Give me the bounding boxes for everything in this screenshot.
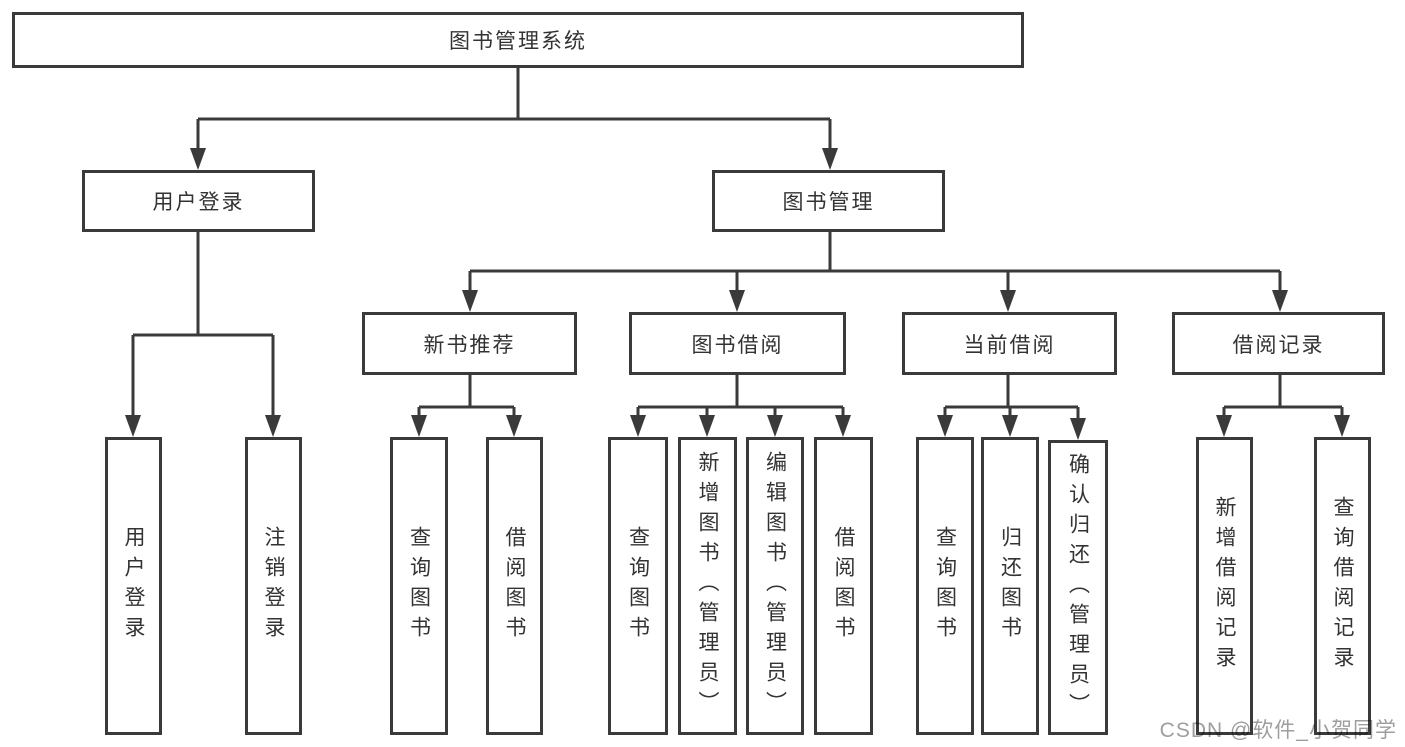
node-root-label: 图书管理系统 xyxy=(449,30,587,53)
node-book-management-label: 图书管理 xyxy=(782,191,875,214)
leaf-borrow-books-1-label: 借阅图书 xyxy=(503,526,526,646)
node-user-login-label: 用户登录 xyxy=(152,191,245,214)
node-current-borrow: 当前借阅 xyxy=(902,312,1117,375)
leaf-user-login-label: 用户登录 xyxy=(122,526,145,646)
leaf-query-books-2-label: 查询图书 xyxy=(626,526,650,646)
node-new-book-recommend-label: 新书推荐 xyxy=(423,333,516,357)
leaf-query-borrow-record-label: 查询借阅记录 xyxy=(1331,496,1354,676)
leaf-add-borrow-record: 新增借阅记录 xyxy=(1196,437,1253,735)
node-book-management: 图书管理 xyxy=(712,170,945,232)
leaf-logout-label: 注销登录 xyxy=(262,526,285,646)
leaf-edit-books-admin: 编辑图书（管理员） xyxy=(746,437,804,735)
leaf-query-books-2: 查询图书 xyxy=(608,437,668,735)
leaf-edit-books-admin-label: 编辑图书（管理员） xyxy=(763,451,787,721)
node-book-borrow-label: 图书借阅 xyxy=(691,333,784,357)
leaf-add-books-admin-label: 新增图书（管理员） xyxy=(696,451,719,721)
csdn-watermark: CSDN @软件_小贺同学 xyxy=(1159,719,1397,742)
leaf-borrow-books-2: 借阅图书 xyxy=(814,437,873,735)
leaf-logout: 注销登录 xyxy=(245,437,302,735)
leaf-query-books-3-label: 查询图书 xyxy=(933,526,957,646)
node-borrow-records: 借阅记录 xyxy=(1172,312,1385,375)
node-user-login: 用户登录 xyxy=(82,170,315,232)
leaf-confirm-return-admin-label: 确认归还（管理员） xyxy=(1066,452,1090,723)
leaf-add-books-admin: 新增图书（管理员） xyxy=(678,437,737,735)
leaf-return-books-label: 归还图书 xyxy=(998,526,1022,646)
leaf-user-login: 用户登录 xyxy=(105,437,162,735)
leaf-borrow-books-1: 借阅图书 xyxy=(486,437,543,735)
node-current-borrow-label: 当前借阅 xyxy=(963,333,1056,357)
node-new-book-recommend: 新书推荐 xyxy=(362,312,577,375)
leaf-query-borrow-record: 查询借阅记录 xyxy=(1314,437,1371,735)
leaf-return-books: 归还图书 xyxy=(981,437,1039,735)
leaf-add-borrow-record-label: 新增借阅记录 xyxy=(1213,496,1236,676)
leaf-borrow-books-2-label: 借阅图书 xyxy=(832,526,855,646)
leaf-query-books-3: 查询图书 xyxy=(916,437,974,735)
node-root: 图书管理系统 xyxy=(12,12,1024,68)
leaf-confirm-return-admin: 确认归还（管理员） xyxy=(1048,440,1108,735)
leaf-query-books-1: 查询图书 xyxy=(390,437,448,735)
leaf-query-books-1-label: 查询图书 xyxy=(407,526,431,646)
node-borrow-records-label: 借阅记录 xyxy=(1232,333,1325,357)
node-book-borrow: 图书借阅 xyxy=(629,312,846,375)
